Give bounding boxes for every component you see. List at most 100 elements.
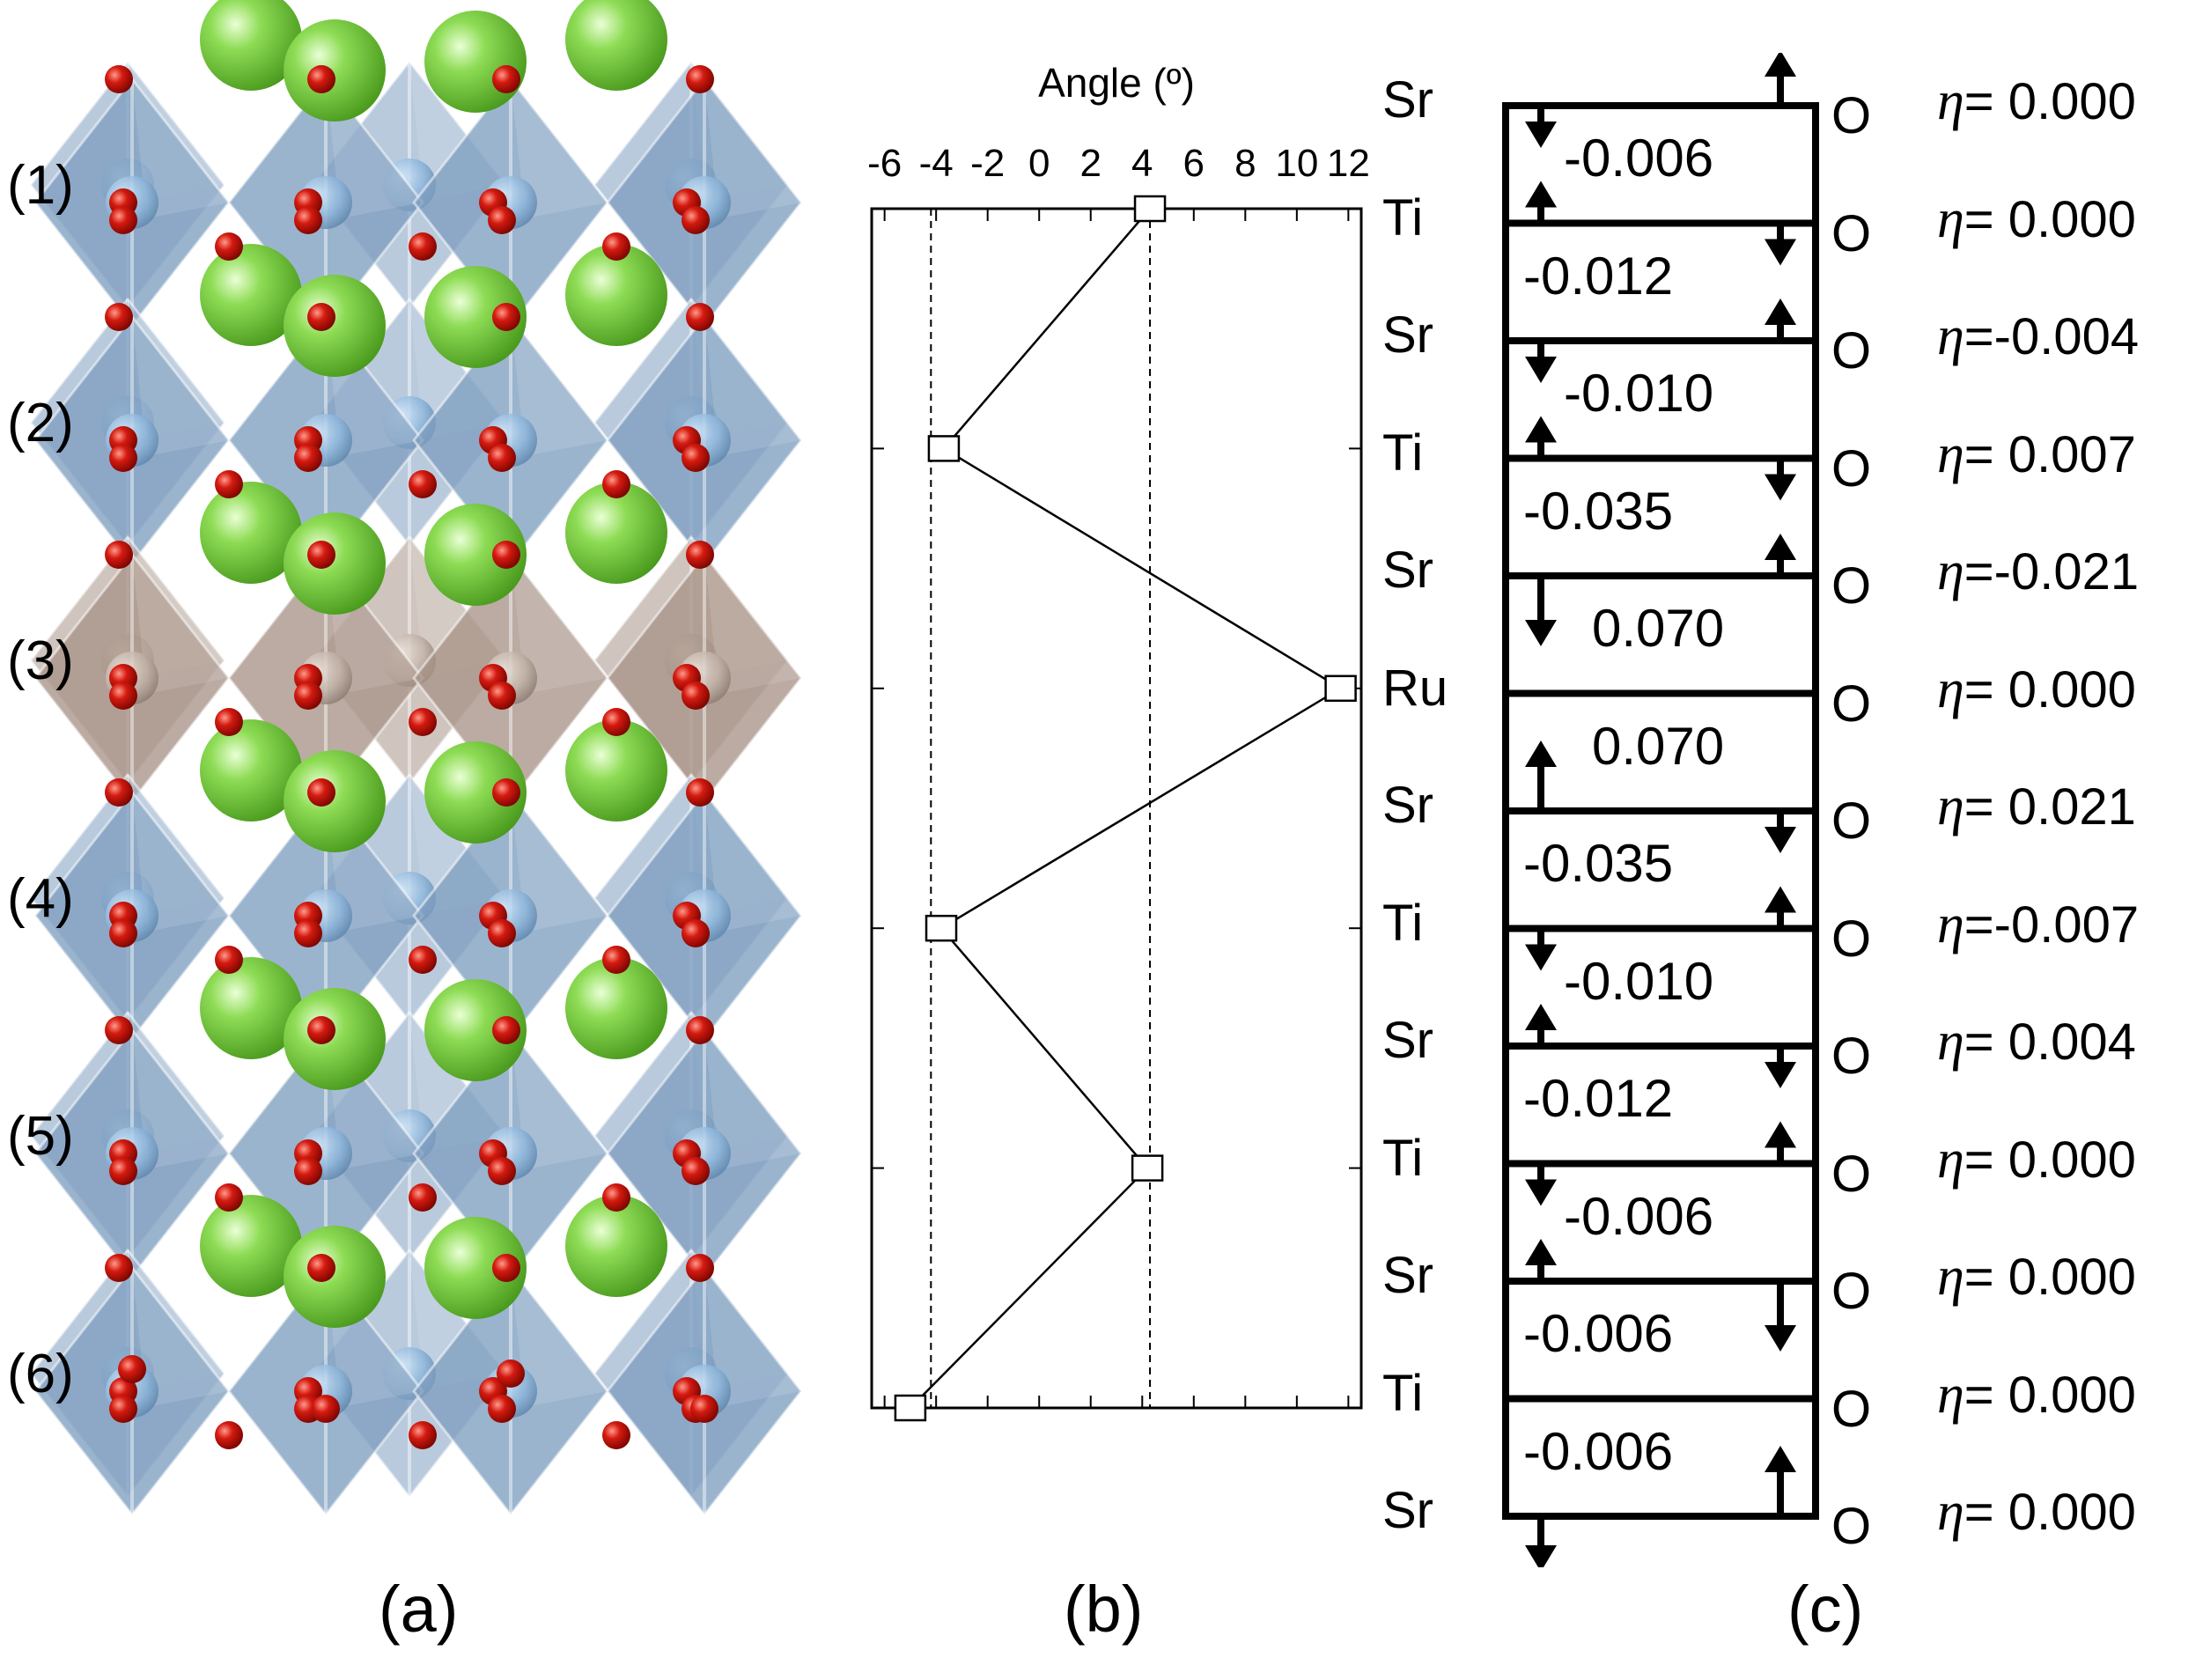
element-label: Ru (1382, 659, 1448, 717)
sr-atom (200, 482, 302, 584)
sr-atom (284, 988, 386, 1090)
up-arrow-icon (1525, 741, 1557, 811)
oxygen-label: O (1831, 1145, 1872, 1203)
oxygen-atom (215, 708, 243, 736)
oxygen-atom (488, 206, 516, 234)
sr-atom (565, 1195, 667, 1297)
crystal-structure-svg (29, 0, 803, 1517)
element-label: Sr (1382, 71, 1433, 129)
oxygen-atom (488, 444, 516, 472)
x-tick-label: 0 (1028, 142, 1050, 185)
eta-symbol: η (1937, 71, 1964, 131)
eta-number: =-0.004 (1964, 308, 2140, 365)
element-label: Sr (1382, 1012, 1433, 1069)
up-arrow-icon (1525, 1004, 1557, 1046)
x-axis-label: Angle (º) (1038, 60, 1195, 106)
oxygen-atom (294, 682, 322, 710)
oxygen-atom (307, 1016, 335, 1044)
data-point (925, 914, 958, 942)
ti-octahedron (606, 1265, 803, 1517)
oxygen-atom (109, 682, 137, 710)
oxygen-atom (312, 1395, 340, 1423)
eta-value: η= 0.000 (1937, 659, 2136, 721)
eta-number: = 0.000 (1964, 190, 2136, 248)
down-arrow-icon (1765, 223, 1796, 266)
up-arrow-icon (1765, 886, 1796, 929)
oxygen-atom (307, 1254, 335, 1282)
displacement-value: -0.006 (1523, 1421, 1674, 1481)
element-label: Ti (1382, 424, 1424, 482)
sr-atom (200, 244, 302, 346)
sr-atom (565, 0, 667, 91)
oxygen-atom (215, 470, 243, 498)
oxygen-atom (307, 65, 335, 93)
element-label: Sr (1382, 1247, 1433, 1304)
oxygen-atom (602, 946, 630, 974)
oxygen-atom (109, 444, 137, 472)
sr-atom (565, 719, 667, 822)
oxygen-atom (682, 919, 710, 947)
sr-atom (424, 741, 527, 844)
element-label: Sr (1382, 777, 1433, 834)
oxygen-label: O (1831, 1263, 1872, 1320)
sr-atom (424, 11, 527, 113)
sr-atom (200, 0, 302, 91)
down-arrow-icon (1525, 1516, 1557, 1567)
eta-value: η= 0.007 (1937, 424, 2136, 486)
displacement-value: 0.070 (1592, 599, 1725, 658)
sr-atom (284, 1226, 386, 1328)
x-tick-label: 6 (1183, 142, 1205, 185)
oxygen-atom (682, 444, 710, 472)
oxygen-atom (409, 232, 437, 261)
panel-label-b: (b) (1064, 1573, 1144, 1646)
data-point (927, 435, 961, 462)
oxygen-atom (682, 1157, 710, 1185)
oxygen-atom (690, 1395, 718, 1423)
oxygen-label: O (1831, 1498, 1872, 1555)
eta-symbol: η (1937, 1482, 1964, 1542)
oxygen-atom (488, 682, 516, 710)
oxygen-label: O (1831, 1028, 1872, 1085)
ti-octahedron (412, 314, 609, 566)
eta-value: η= 0.000 (1937, 1246, 2136, 1308)
displacement-value: -0.006 (1564, 1186, 1714, 1246)
eta-number: = 0.000 (1964, 1484, 2136, 1541)
panel-label-c: (c) (1787, 1573, 1864, 1646)
oxygen-atom (682, 682, 710, 710)
oxygen-atom (105, 65, 133, 93)
up-arrow-icon (1765, 298, 1796, 341)
sr-atom (200, 957, 302, 1059)
element-label: Ti (1382, 1129, 1424, 1187)
oxygen-atom (409, 1183, 437, 1212)
oxygen-atom (215, 1421, 243, 1449)
oxygen-atom (686, 1254, 714, 1282)
oxygen-atom (686, 303, 714, 331)
displacement-value: 0.070 (1592, 716, 1725, 776)
oxygen-atom (409, 946, 437, 974)
eta-number: =-0.007 (1964, 895, 2140, 954)
eta-number: = 0.000 (1964, 1366, 2136, 1424)
eta-number: = 0.000 (1964, 73, 2136, 130)
up-arrow-icon (1765, 1121, 1796, 1164)
eta-symbol: η (1937, 306, 1964, 366)
eta-value: η=-0.007 (1937, 894, 2139, 956)
element-label: Ti (1382, 188, 1424, 247)
eta-symbol: η (1937, 424, 1964, 484)
eta-number: = 0.000 (1964, 1131, 2136, 1189)
eta-number: =-0.021 (1964, 543, 2140, 601)
element-label: Ti (1382, 894, 1424, 952)
up-arrow-icon (1525, 181, 1557, 224)
displacement-value: -0.006 (1523, 1304, 1674, 1363)
ti-octahedron (227, 1265, 424, 1517)
up-arrow-icon (1765, 1446, 1796, 1516)
eta-symbol: η (1937, 777, 1964, 836)
eta-symbol: η (1937, 188, 1964, 249)
sr-atom (565, 957, 667, 1059)
oxygen-atom (215, 232, 243, 261)
eta-symbol: η (1937, 1012, 1964, 1072)
up-arrow-icon (1525, 1239, 1557, 1281)
oxygen-atom (497, 1359, 525, 1388)
